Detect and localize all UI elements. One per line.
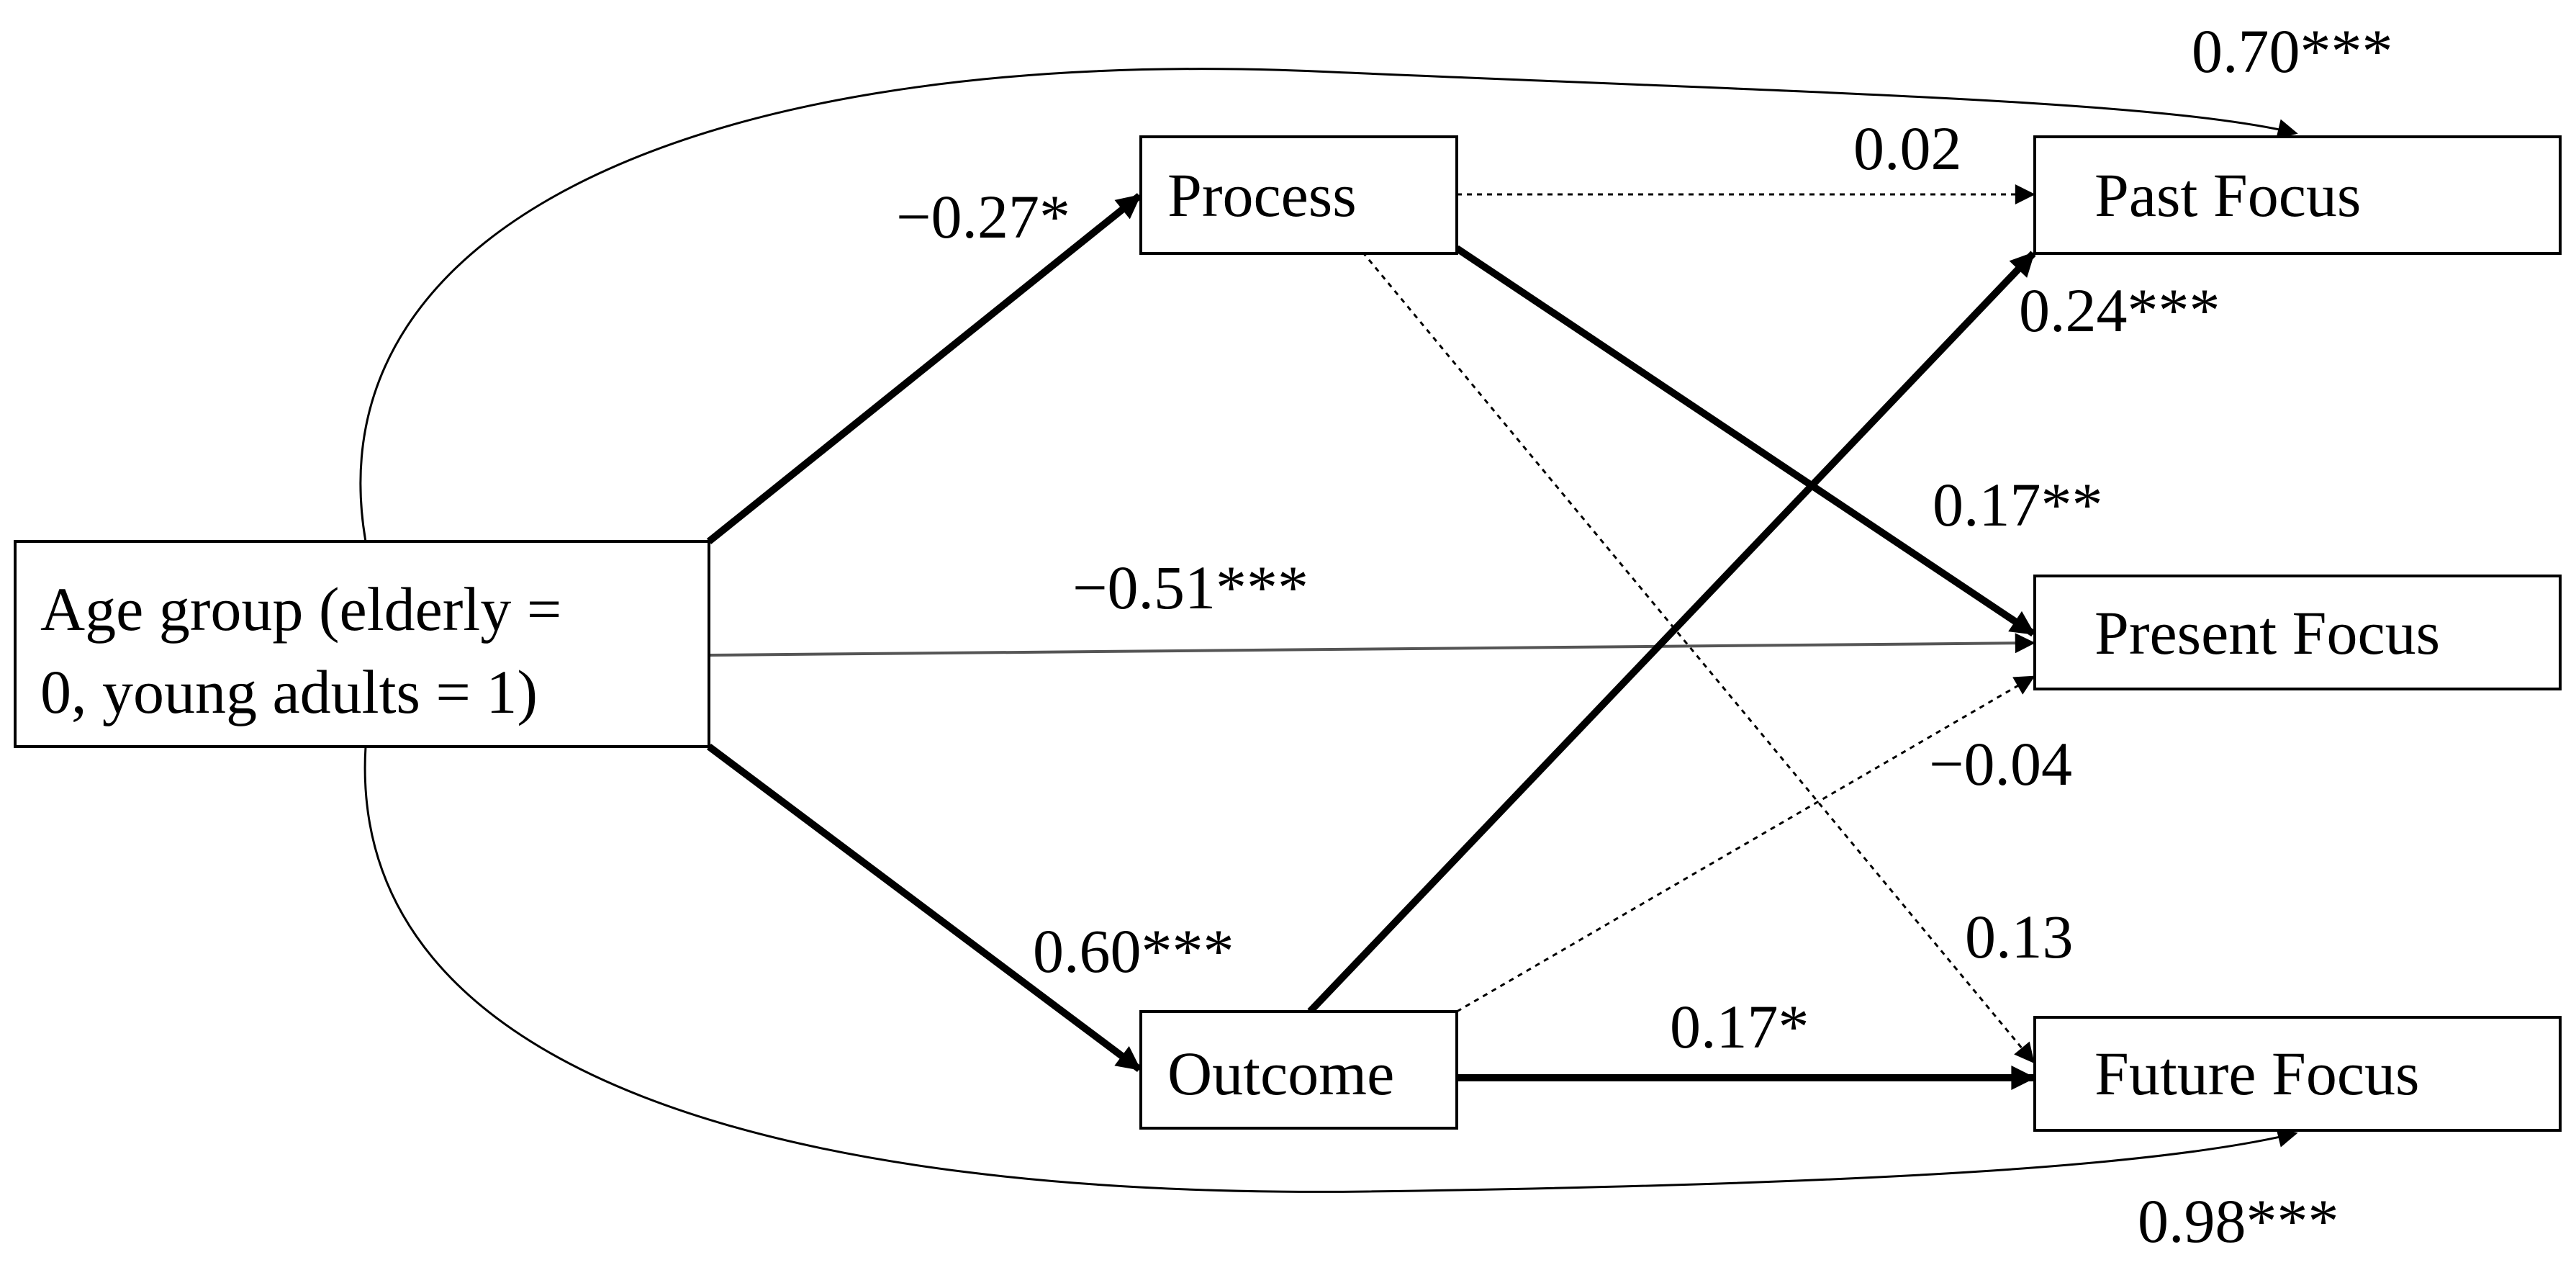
- arrow-process-to-future: [1361, 251, 2035, 1064]
- coef-age-to-process: −0.27*: [896, 182, 1070, 251]
- node-process: Process: [1139, 135, 1458, 255]
- arrow-age-to-process: [706, 193, 1142, 544]
- coef-process-to-future: 0.13: [1965, 902, 2074, 971]
- node-age-group: Age group (elderly = 0, young adults = 1…: [14, 540, 710, 748]
- node-outcome: Outcome: [1139, 1010, 1458, 1130]
- arrow-outcome-to-past: [1307, 251, 2036, 1014]
- node-process-label: Process: [1167, 161, 1357, 230]
- coef-outcome-to-present: −0.04: [1929, 729, 2072, 798]
- node-age-group-line1: Age group (elderly =: [40, 575, 561, 644]
- arrow-age-to-past: [359, 68, 2298, 542]
- coef-age-to-past: 0.70***: [2192, 17, 2393, 86]
- arrow-age-to-present: [708, 633, 2035, 657]
- node-present-focus-label: Present Focus: [2094, 598, 2440, 667]
- node-past-focus: Past Focus: [2033, 135, 2562, 255]
- coef-process-to-present: 0.17**: [1933, 470, 2103, 539]
- node-future-focus-label: Future Focus: [2094, 1039, 2420, 1108]
- node-future-focus: Future Focus: [2033, 1016, 2562, 1132]
- arrow-outcome-to-present: [1456, 675, 2035, 1013]
- coef-age-to-future: 0.98***: [2138, 1186, 2339, 1256]
- arrow-age-to-future: [363, 746, 2298, 1193]
- arrow-age-to-outcome: [707, 743, 1142, 1073]
- coef-age-to-outcome: 0.60***: [1033, 917, 1234, 986]
- arrow-process-to-present: [1455, 245, 2035, 637]
- coef-outcome-to-past: 0.24***: [2019, 276, 2220, 345]
- coef-age-to-present: −0.51***: [1072, 553, 1309, 622]
- node-age-group-line2: 0, young adults = 1): [40, 657, 538, 726]
- node-past-focus-label: Past Focus: [2094, 161, 2361, 230]
- coef-process-to-past: 0.02: [1853, 114, 1962, 183]
- node-present-focus: Present Focus: [2033, 575, 2562, 690]
- node-outcome-label: Outcome: [1167, 1039, 1394, 1108]
- coef-outcome-to-future: 0.17*: [1670, 992, 1809, 1061]
